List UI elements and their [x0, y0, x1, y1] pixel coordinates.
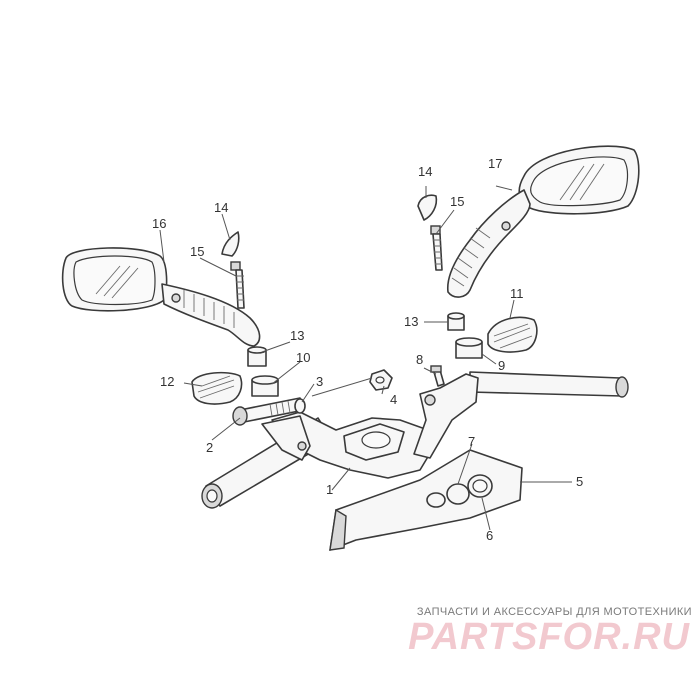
callout-14-right: 14: [418, 164, 432, 179]
washer: [294, 398, 306, 414]
left-bolt-cap: [221, 231, 245, 309]
left-spacer-stack: [247, 346, 279, 397]
callout-14-left: 14: [214, 200, 228, 215]
callouts: 1 2 3 4 5 6 7 8 9 10 11 12 13 13 14 14 1…: [152, 156, 583, 543]
callout-10: 10: [296, 350, 310, 365]
clamp-bolt: [232, 397, 306, 426]
right-mirror: [446, 145, 640, 298]
right-bolt-cap: [417, 194, 443, 271]
left-mirror: [61, 247, 261, 347]
watermark-logo: PARTSFOR.RU: [408, 616, 690, 658]
callout-7: 7: [468, 434, 475, 449]
switch-medium: [446, 483, 470, 505]
callout-2: 2: [206, 440, 213, 455]
callout-8: 8: [416, 352, 423, 367]
callout-11: 11: [510, 286, 524, 301]
callout-15-left: 15: [190, 244, 204, 259]
small-screw: [430, 365, 445, 387]
right-pad: [487, 316, 538, 353]
callout-4: 4: [390, 392, 397, 407]
callout-17: 17: [488, 156, 502, 171]
callout-9: 9: [498, 358, 505, 373]
watermark-subtitle: ЗАПЧАСТИ И АКСЕССУАРЫ ДЛЯ МОТОТЕХНИКИ: [416, 606, 692, 618]
right-spacer-stack: [447, 312, 483, 359]
nut: [369, 369, 393, 391]
callout-12: 12: [160, 374, 174, 389]
callout-13-left: 13: [290, 328, 304, 343]
handlebar-cover: [329, 449, 523, 551]
callout-1: 1: [326, 482, 333, 497]
left-pad: [191, 371, 243, 405]
callout-16: 16: [152, 216, 166, 231]
callout-13-right: 13: [404, 314, 418, 329]
switch-small: [426, 492, 446, 508]
callout-5: 5: [576, 474, 583, 489]
callout-15-right: 15: [450, 194, 464, 209]
callout-6: 6: [486, 528, 493, 543]
leader-lines: [159, 185, 572, 531]
handlebar: [201, 371, 629, 509]
callout-3: 3: [316, 374, 323, 389]
